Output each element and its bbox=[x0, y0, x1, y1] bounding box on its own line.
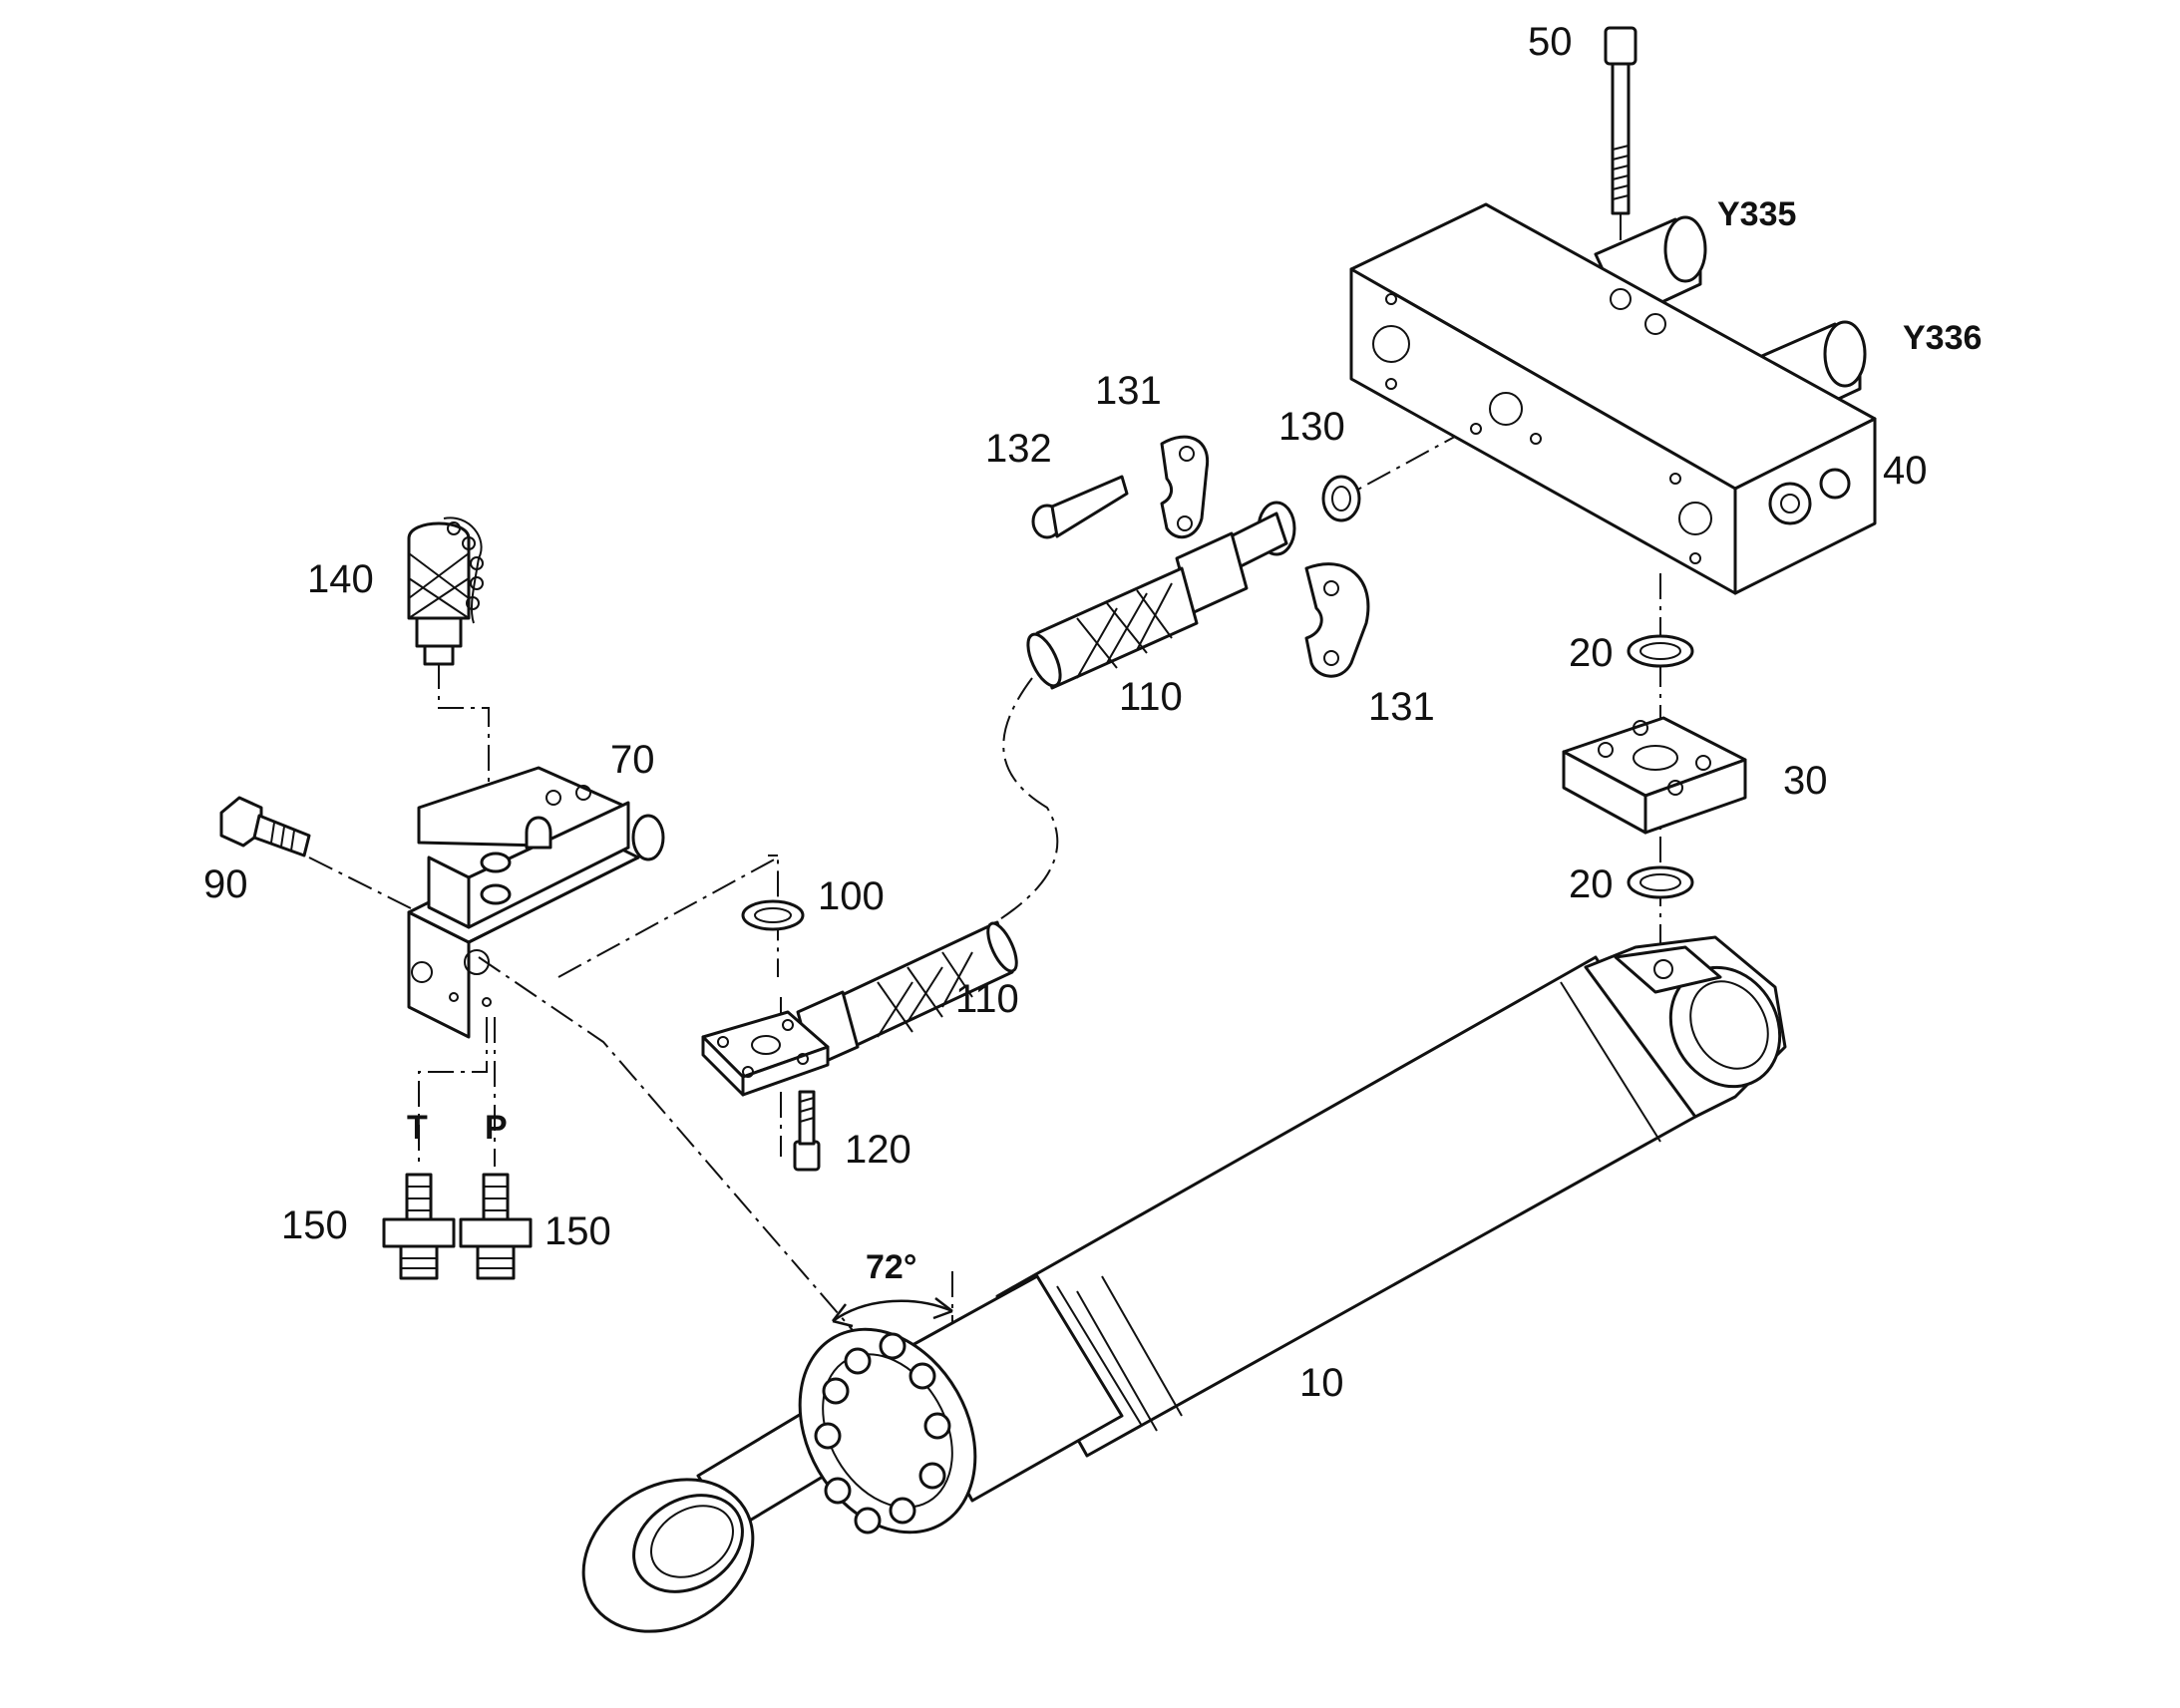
label-Y335: Y335 bbox=[1717, 195, 1796, 233]
cap-screw-vertical bbox=[1604, 26, 1637, 215]
label-20-bottom: 20 bbox=[1569, 862, 1614, 906]
label-100: 100 bbox=[818, 874, 885, 918]
hydraulic-cylinder bbox=[581, 935, 1787, 1633]
label-110-lower: 110 bbox=[955, 977, 1019, 1021]
label-140: 140 bbox=[307, 557, 374, 601]
label-110-upper: 110 bbox=[1119, 675, 1183, 719]
label-150-right: 150 bbox=[545, 1209, 611, 1253]
test-fitting-140 bbox=[407, 516, 484, 666]
label-120: 120 bbox=[845, 1128, 911, 1172]
seal-100 bbox=[741, 899, 805, 931]
label-20-top: 20 bbox=[1569, 631, 1614, 675]
split-flange-halves bbox=[1160, 435, 1370, 678]
seal-rings bbox=[1627, 634, 1694, 899]
hose-upper bbox=[1026, 501, 1296, 690]
label-P-port: P bbox=[485, 1109, 508, 1147]
adapter-plate bbox=[1562, 716, 1747, 835]
label-angle: 72° bbox=[866, 1248, 916, 1286]
label-132: 132 bbox=[985, 427, 1052, 471]
label-70: 70 bbox=[610, 738, 655, 782]
label-131-lower: 131 bbox=[1368, 685, 1435, 729]
label-50: 50 bbox=[1528, 20, 1573, 64]
seal-130 bbox=[1321, 475, 1361, 522]
valve-70 bbox=[407, 766, 665, 1039]
label-40: 40 bbox=[1883, 449, 1928, 493]
label-T-port: T bbox=[407, 1109, 428, 1147]
cap-screw-132 bbox=[1031, 475, 1129, 539]
flange-bolts bbox=[814, 1332, 951, 1535]
label-10: 10 bbox=[1299, 1361, 1344, 1405]
bolt-90 bbox=[219, 796, 311, 857]
fitting-T bbox=[382, 1173, 456, 1280]
part-labels: 10 20 20 30 40 50 70 90 100 110 110 120 … bbox=[203, 20, 1982, 1405]
label-30: 30 bbox=[1783, 759, 1828, 803]
fitting-P bbox=[459, 1173, 533, 1280]
label-131-upper: 131 bbox=[1095, 369, 1162, 413]
flange-fitting bbox=[701, 1010, 830, 1097]
label-90: 90 bbox=[203, 862, 248, 906]
label-150-left: 150 bbox=[281, 1203, 348, 1247]
label-130: 130 bbox=[1278, 405, 1345, 449]
valve-block bbox=[1349, 202, 1877, 595]
cap-screw-120 bbox=[793, 1090, 821, 1172]
label-Y336: Y336 bbox=[1903, 319, 1982, 357]
